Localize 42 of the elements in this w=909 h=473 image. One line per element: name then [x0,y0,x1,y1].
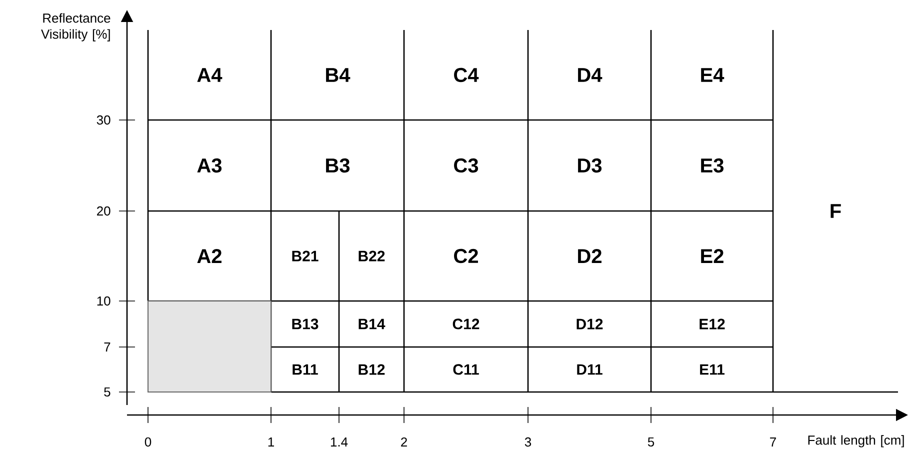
axis-title: Reflectance Visibility [%] [41,13,110,42]
zone-cell: E4 [701,68,724,82]
zone-cell: A2 [197,249,222,263]
tick-label: 10 [97,296,110,306]
zone-cell: D11 [577,364,602,375]
tick-label: 5 [104,387,110,397]
tick-label: 5 [648,437,654,447]
tick-label: 7 [770,438,776,446]
zone-cell: B13 [292,318,318,330]
zone-cell: D3 [578,158,602,173]
zone-cell: D12 [576,318,603,330]
zone-cell: E3 [701,158,724,173]
axis-title: Fault length [cm] [808,435,904,448]
zone-cell: E12 [700,318,725,330]
zone-cell: C2 [454,248,478,264]
zone-cell: F [830,204,841,218]
tick-label: 2 [401,437,407,447]
zone-cell: B14 [358,318,386,330]
zone-cell: D2 [578,249,602,263]
tick-label: 20 [97,206,110,216]
zone-cell: C12 [452,318,480,330]
tick-label: 1 [268,438,274,446]
zone-cell: B3 [326,158,350,173]
zone-cell: A4 [197,68,222,82]
zone-cell: A3 [197,158,222,173]
zone-cell: E2 [701,249,724,263]
zone-cell: C4 [454,68,479,82]
tick-label: 30 [96,115,110,125]
zone-cell: B22 [358,250,385,262]
zone-cell: C11 [453,364,479,375]
tick-label: 1.4 [330,438,348,446]
zone-cell: E11 [700,364,725,375]
shaded-box [148,300,272,392]
zone-cell: B4 [326,68,350,82]
tick-label: 7 [104,342,110,352]
zone-cell: D4 [578,68,602,82]
zone-cell: C3 [454,158,478,173]
zone-cell: B11 [292,364,318,375]
tick-label: 3 [524,437,532,447]
zone-cell: B12 [358,364,385,375]
zone-cell: B21 [292,250,318,262]
tick-label: 0 [144,437,152,447]
